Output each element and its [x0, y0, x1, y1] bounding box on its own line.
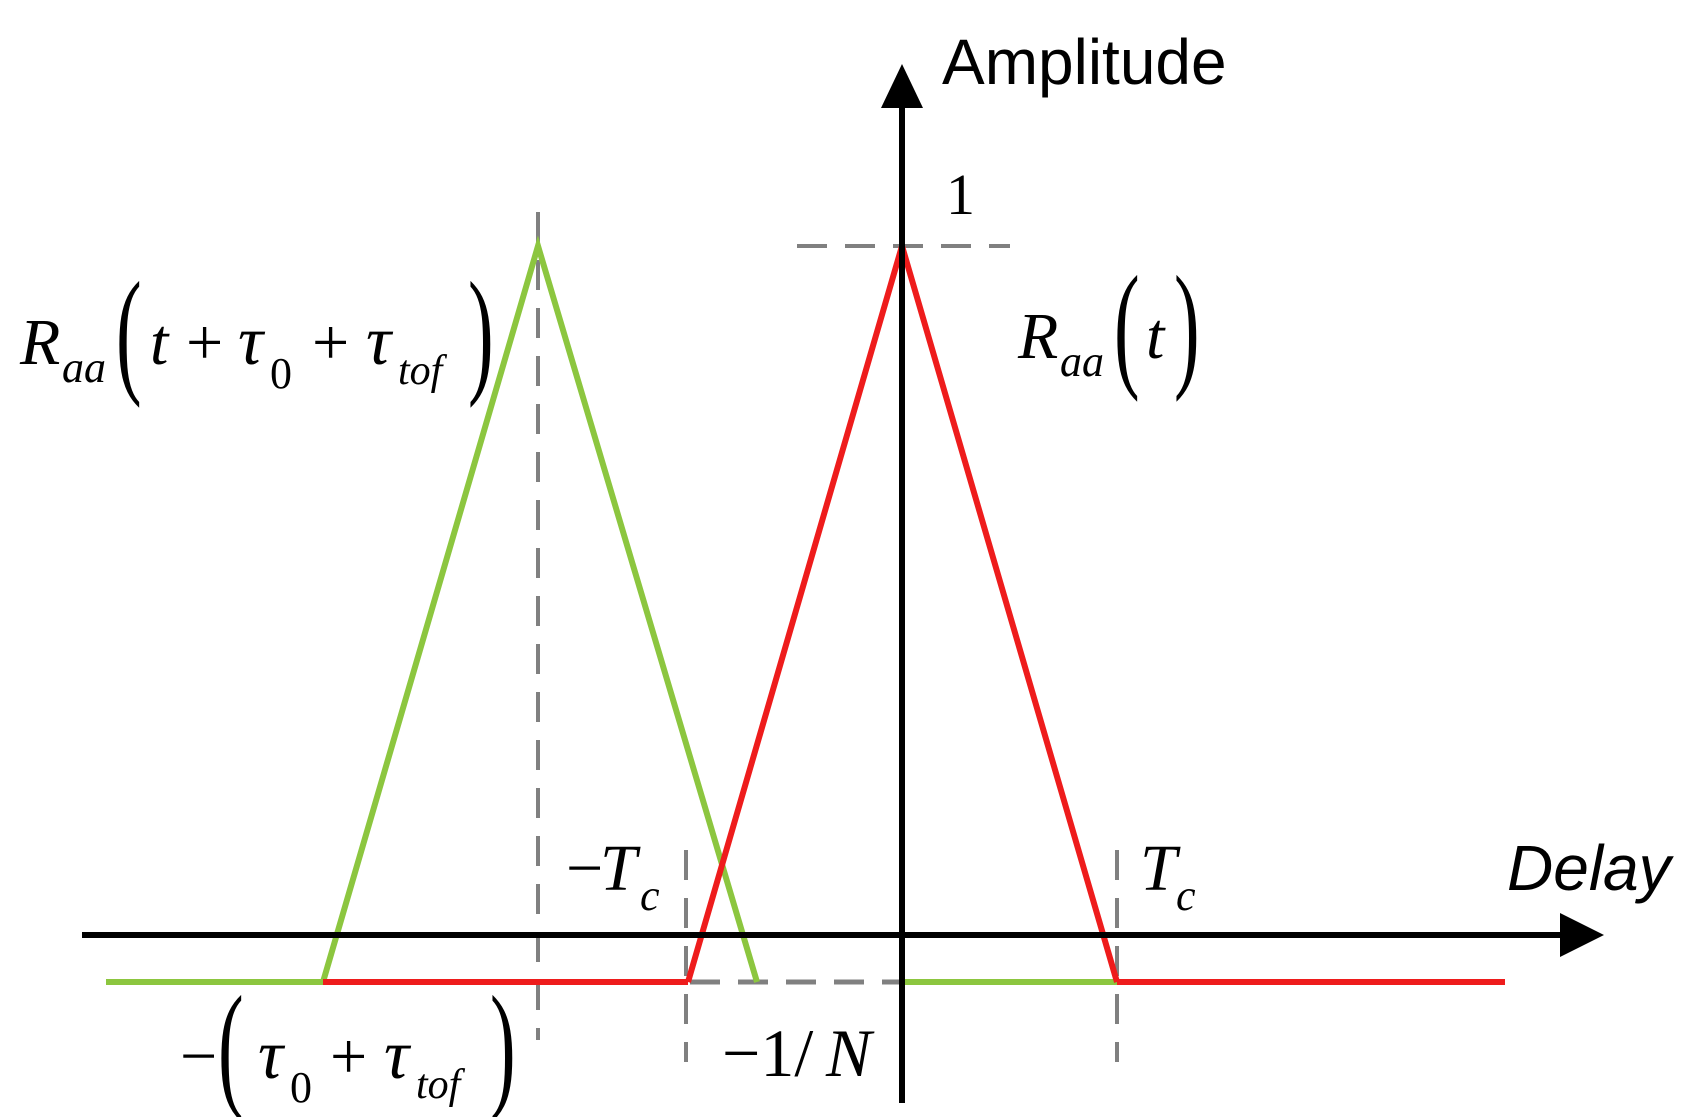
shifted-triangle-green — [320, 235, 760, 983]
original-curve-label: R aa ( t ) — [1017, 248, 1200, 403]
shift-sub-tof: tof — [416, 1062, 466, 1108]
floor-level-N: N — [825, 1015, 875, 1091]
x-axis-label: Delay — [1507, 832, 1675, 904]
neg-tc-sub: c — [640, 871, 660, 920]
shifted-label-open-paren: ( — [116, 254, 142, 409]
shift-sign: − — [180, 1020, 217, 1093]
shift-open-paren: ( — [218, 968, 244, 1117]
peak-value-label: 1 — [946, 162, 975, 227]
shifted-label-tau-tof: τ — [366, 303, 394, 380]
neg-tc-T: T — [600, 832, 641, 905]
original-label-t: t — [1146, 300, 1166, 373]
floor-level-text: −1/ — [722, 1015, 813, 1091]
shifted-label-plus-1: + — [186, 306, 223, 379]
shift-label: − ( τ 0 + τ tof ) — [180, 968, 516, 1117]
shifted-label-sub-tof: tof — [398, 348, 448, 394]
neg-tc-sign: − — [566, 832, 603, 905]
shift-close-paren: ) — [490, 968, 516, 1117]
floor-level-label: −1/ N — [722, 1015, 875, 1091]
tc-T: T — [1140, 832, 1181, 905]
shifted-label-sub-aa: aa — [62, 343, 106, 392]
shifted-label-close-paren: ) — [468, 254, 494, 409]
shifted-label-tau0: τ — [238, 303, 266, 380]
neg-tc-label: − T c — [566, 832, 660, 920]
original-label-R: R — [1017, 300, 1058, 373]
y-axis-label: Amplitude — [942, 26, 1227, 98]
shifted-label-R: R — [19, 306, 60, 379]
shift-tau0: τ — [258, 1017, 286, 1094]
shifted-label-sub-0: 0 — [270, 349, 292, 398]
original-label-close-paren: ) — [1174, 248, 1200, 403]
x-axis-arrowhead — [1560, 913, 1604, 957]
shift-tau-tof: τ — [384, 1017, 412, 1094]
tc-label: T c — [1140, 832, 1196, 920]
shift-plus: + — [330, 1020, 367, 1093]
y-axis-arrowhead — [881, 64, 923, 108]
shifted-curve-label: R aa ( t + τ 0 + τ tof ) — [19, 254, 494, 409]
tc-sub: c — [1176, 871, 1196, 920]
shift-sub-0: 0 — [290, 1063, 312, 1112]
original-label-open-paren: ( — [1114, 248, 1140, 403]
shifted-label-plus-2: + — [312, 306, 349, 379]
original-label-sub-aa: aa — [1060, 337, 1104, 386]
shifted-label-t: t — [150, 306, 170, 379]
